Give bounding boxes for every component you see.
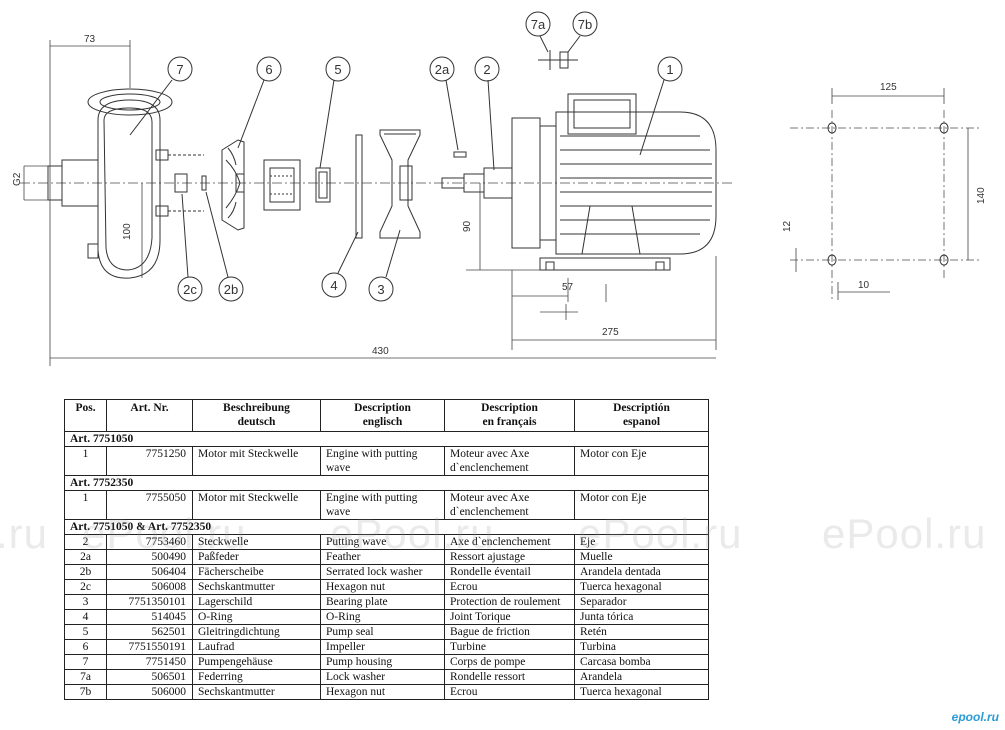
dim-430: 430 xyxy=(372,346,389,357)
watermark-3: ePool.ru xyxy=(578,510,743,557)
washer-and-nut xyxy=(538,50,578,70)
dimension-lines xyxy=(23,40,717,366)
watermark-1: ePool.ru xyxy=(82,510,247,557)
watermark-partial: .ru xyxy=(0,510,49,557)
dim-90: 90 xyxy=(462,220,473,232)
callout-3: 3 xyxy=(377,282,384,297)
impeller xyxy=(221,139,245,231)
callout-1: 1 xyxy=(666,62,673,77)
dim-100: 100 xyxy=(122,223,133,240)
callout-2: 2 xyxy=(483,62,490,77)
callout-7b: 7b xyxy=(578,17,592,32)
group-row: Art. 7752350 xyxy=(64,475,709,491)
pump-housing xyxy=(47,88,207,279)
dim-73: 73 xyxy=(84,34,96,45)
header-art: Art. Nr. xyxy=(106,399,193,432)
callout-2a: 2a xyxy=(435,62,450,77)
foot-hole-pattern xyxy=(790,88,980,300)
group-row: Art. 7751050 xyxy=(64,431,709,447)
dim-10: 10 xyxy=(858,280,870,291)
callout-7a: 7a xyxy=(531,17,546,32)
callout-2c: 2c xyxy=(183,282,197,297)
bearing-plate xyxy=(379,129,421,239)
callout-circles xyxy=(129,11,683,302)
watermark-2: ePool.ru xyxy=(330,510,495,557)
callout-5: 5 xyxy=(334,62,341,77)
dim-g2: G2 xyxy=(12,172,23,186)
pump-seal xyxy=(263,159,331,211)
watermark-4: ePool.ru xyxy=(822,510,987,557)
header-pos: Pos. xyxy=(64,399,107,432)
callout-4: 4 xyxy=(330,278,337,293)
o-ring xyxy=(355,134,363,239)
dim-275: 275 xyxy=(602,327,619,338)
epool-logo: epool.ru xyxy=(951,710,999,724)
feather-key xyxy=(453,151,467,158)
dim-140: 140 xyxy=(976,187,987,204)
callout-6: 6 xyxy=(265,62,272,77)
motor xyxy=(511,93,717,271)
callout-2b: 2b xyxy=(224,282,238,297)
callout-7: 7 xyxy=(176,62,183,77)
dim-57: 57 xyxy=(562,282,574,293)
dim-12: 12 xyxy=(782,220,793,232)
dim-125: 125 xyxy=(880,82,897,93)
exploded-pump-drawing: 73 G2 100 90 57 275 430 125 140 12 10 7 … xyxy=(12,11,987,366)
